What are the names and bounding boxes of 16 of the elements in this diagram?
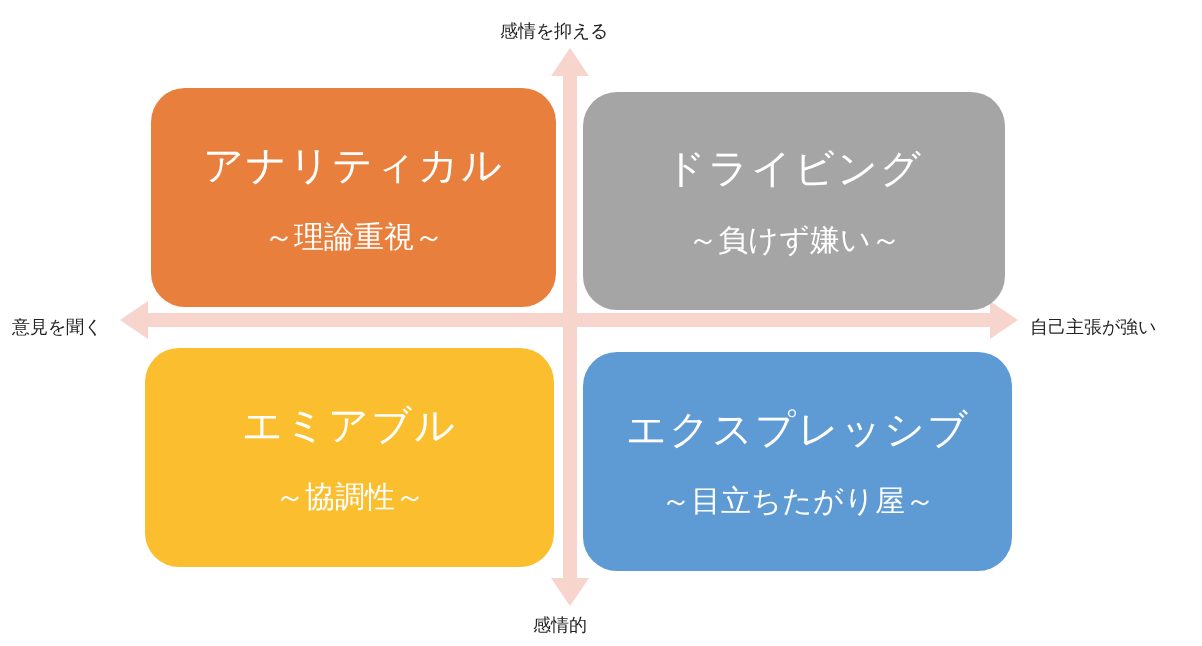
quadrant-title: エミアブル — [242, 400, 457, 449]
quadrant-title: アナリティカル — [203, 140, 504, 189]
quadrant-card — [583, 92, 1005, 310]
axis-label: 感情的 — [533, 614, 587, 636]
axis-label: 意見を聞く — [12, 316, 102, 338]
quadrant-card — [145, 348, 554, 567]
quadrant-title: エクスプレッシブ — [625, 404, 970, 453]
quadrant-subtitle: ～負けず嫌い～ — [687, 222, 901, 258]
axis-label: 自己主張が強い — [1030, 316, 1156, 338]
quadrant-subtitle: ～目立ちたがり屋～ — [660, 482, 935, 519]
quadrant-title: ドライビング — [665, 144, 923, 192]
quadrant-subtitle: ～理論重視～ — [263, 218, 444, 255]
quadrant-subtitle: ～協調性～ — [274, 478, 425, 515]
quadrant-card — [151, 88, 556, 307]
quadrant-card — [583, 352, 1012, 571]
axis-label: 感情を抑える — [500, 20, 608, 42]
